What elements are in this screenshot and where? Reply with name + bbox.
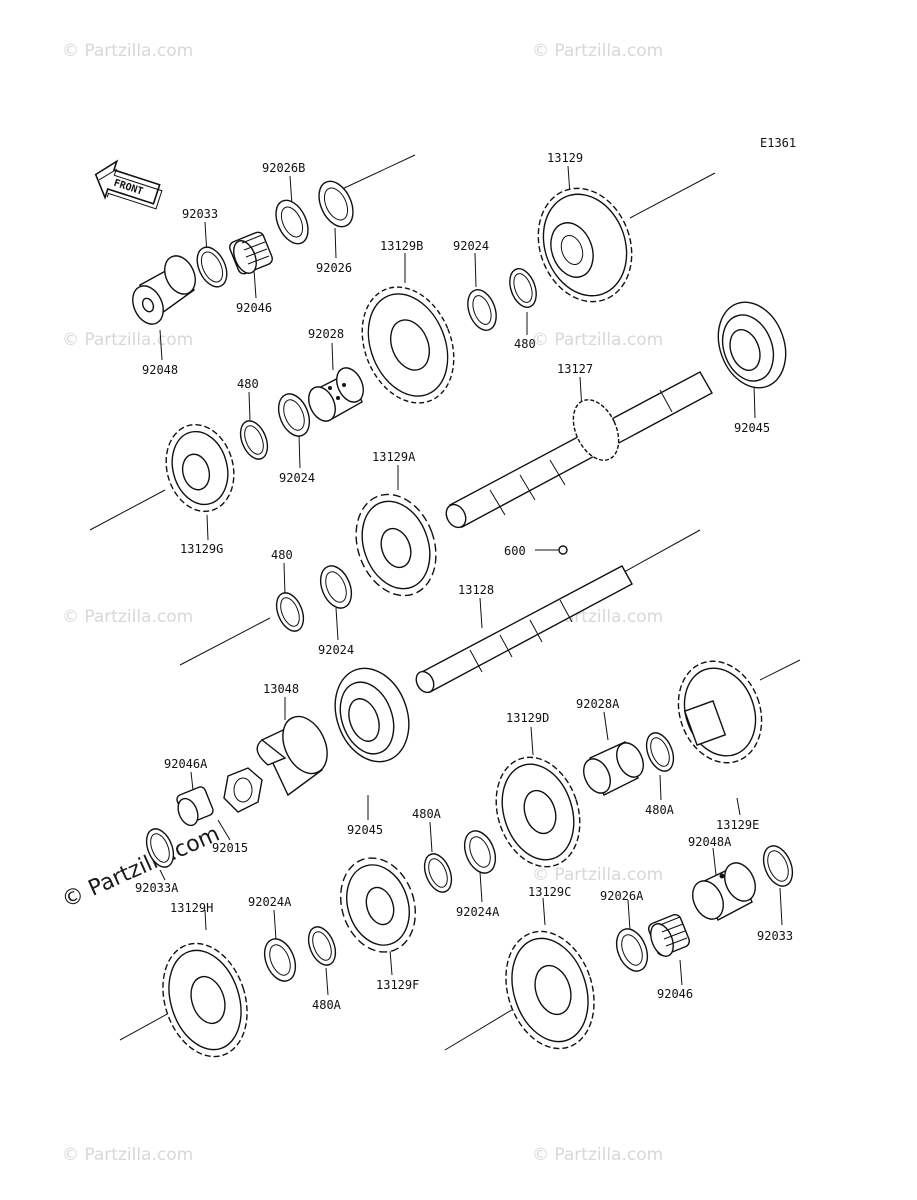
watermark: © Partzilla.com xyxy=(62,41,193,61)
watermark: © Partzilla.com xyxy=(62,330,193,350)
copyright-watermark: © Partzilla.com xyxy=(58,822,223,914)
callout-13129g[interactable]: 13129G xyxy=(180,542,223,556)
watermark: © Partzilla.com xyxy=(62,1145,193,1165)
gear-13129a[interactable] xyxy=(343,483,450,607)
callout-92024a[interactable]: 92024A xyxy=(248,895,292,909)
callout-13127[interactable]: 13127 xyxy=(557,362,593,376)
front-arrow-icon: FRONT xyxy=(94,159,163,210)
washer-92024-b[interactable] xyxy=(273,389,315,440)
circlip-480-c[interactable] xyxy=(271,589,308,635)
callout-92033a[interactable]: 92033A xyxy=(135,881,179,895)
callout-92046a[interactable]: 92046A xyxy=(164,757,208,771)
gear-13129c[interactable] xyxy=(492,920,609,1060)
bushing-92028a[interactable] xyxy=(579,739,649,798)
watermark: © Partzilla.com xyxy=(62,607,193,627)
bearing-92045-a[interactable] xyxy=(707,293,797,398)
circlip-480a-b[interactable] xyxy=(419,850,456,896)
callout-13129a[interactable]: 13129A xyxy=(372,450,416,464)
callout-92028a[interactable]: 92028A xyxy=(576,697,620,711)
callout-13129c[interactable]: 13129C xyxy=(528,885,571,899)
watermark: © Partzilla.com xyxy=(532,1145,663,1165)
collar-92048a[interactable] xyxy=(687,858,761,924)
collar-92048[interactable] xyxy=(127,251,201,329)
callout-92015[interactable]: 92015 xyxy=(212,841,248,855)
callout-13129[interactable]: 13129 xyxy=(547,151,583,165)
callout-13129h[interactable]: 13129H xyxy=(170,901,213,915)
gear-13129f[interactable] xyxy=(329,848,427,962)
shaft-13127[interactable] xyxy=(442,371,713,531)
circlip-480-b[interactable] xyxy=(235,417,272,463)
callout-92024a[interactable]: 92024A xyxy=(456,905,500,919)
needle-bearing-92046a[interactable] xyxy=(174,785,214,828)
callout-92024[interactable]: 92024 xyxy=(279,471,315,485)
callout-92033[interactable]: 92033 xyxy=(182,207,218,221)
callout-13128[interactable]: 13128 xyxy=(458,583,494,597)
callout-13129e[interactable]: 13129E xyxy=(716,818,759,832)
callout-92045[interactable]: 92045 xyxy=(347,823,383,837)
gear-13129g[interactable] xyxy=(157,417,244,519)
circlip-480a-c[interactable] xyxy=(303,923,340,969)
callout-92048[interactable]: 92048 xyxy=(142,363,178,377)
callout-13129b[interactable]: 13129B xyxy=(380,239,423,253)
bearing-92045-b[interactable] xyxy=(323,658,422,772)
needle-bearing-92046-b[interactable] xyxy=(646,913,691,960)
callout-92046[interactable]: 92046 xyxy=(236,301,272,315)
callout-480[interactable]: 480 xyxy=(237,377,259,391)
callout-92026b[interactable]: 92026B xyxy=(262,161,305,175)
gear-13129e[interactable] xyxy=(665,649,776,774)
callout-480[interactable]: 480 xyxy=(271,548,293,562)
washer-92026a[interactable] xyxy=(611,924,653,975)
watermark: © Partzilla.com xyxy=(532,41,663,61)
callout-13129d[interactable]: 13129D xyxy=(506,711,549,725)
callout-92026a[interactable]: 92026A xyxy=(600,889,644,903)
circlip-92033a[interactable] xyxy=(141,825,178,871)
callout-480a[interactable]: 480A xyxy=(645,803,675,817)
bushing-92028[interactable] xyxy=(304,364,369,426)
axis-lines xyxy=(89,154,801,1051)
nut-92015[interactable] xyxy=(223,767,263,813)
callout-480a[interactable]: 480A xyxy=(412,807,442,821)
callout-92048a[interactable]: 92048A xyxy=(688,835,732,849)
gear-13129[interactable] xyxy=(523,175,647,315)
callout-92045[interactable]: 92045 xyxy=(734,421,770,435)
washer-92024-c[interactable] xyxy=(315,561,357,612)
circlip-480a-a[interactable] xyxy=(641,729,678,775)
washer-92024a-b[interactable] xyxy=(259,934,301,985)
watermark: © Partzilla.com xyxy=(532,330,663,350)
callout-480a[interactable]: 480A xyxy=(312,998,342,1012)
diagram-id: E1361 xyxy=(760,136,796,150)
callout-92024[interactable]: 92024 xyxy=(318,643,354,657)
shaft-13128[interactable] xyxy=(413,565,633,695)
watermark: © Partzilla.com xyxy=(532,865,663,885)
needle-bearing-92046[interactable] xyxy=(228,230,274,276)
callout-92024[interactable]: 92024 xyxy=(453,239,489,253)
callout-480[interactable]: 480 xyxy=(514,337,536,351)
washer-92026[interactable] xyxy=(312,176,359,232)
washer-92026b[interactable] xyxy=(270,195,315,249)
callout-92033[interactable]: 92033 xyxy=(757,929,793,943)
callout-600[interactable]: 600 xyxy=(504,544,526,558)
callout-13048[interactable]: 13048 xyxy=(263,682,299,696)
gear-13129b[interactable] xyxy=(346,273,471,416)
washer-92024a-a[interactable] xyxy=(459,826,501,877)
collar-13048[interactable] xyxy=(256,709,336,797)
gear-13129h[interactable] xyxy=(149,932,261,1067)
callout-92028[interactable]: 92028 xyxy=(308,327,344,341)
gear-13129d[interactable] xyxy=(483,746,594,877)
washer-92024-a[interactable] xyxy=(463,286,502,334)
circlip-92033-b[interactable] xyxy=(758,842,798,891)
callout-labels: 92026B 92026 92033 92046 92048 13129 131… xyxy=(135,151,793,1012)
grease-point-600[interactable] xyxy=(558,545,568,555)
circlip-92033[interactable] xyxy=(191,242,232,291)
callout-92046[interactable]: 92046 xyxy=(657,987,693,1001)
leader-lines xyxy=(159,165,783,996)
circlip-480-a[interactable] xyxy=(505,265,541,311)
callout-13129f[interactable]: 13129F xyxy=(376,978,419,992)
callout-92026[interactable]: 92026 xyxy=(316,261,352,275)
